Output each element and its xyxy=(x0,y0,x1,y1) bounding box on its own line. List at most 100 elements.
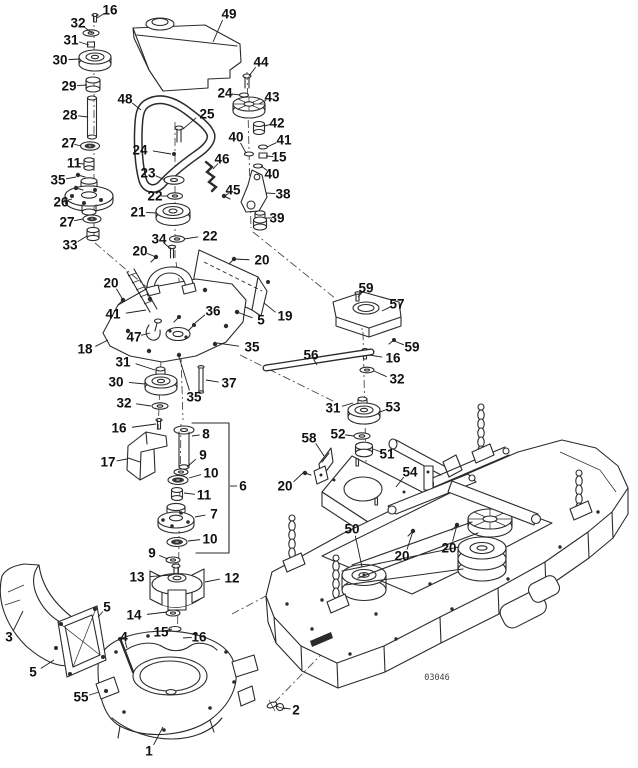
leader-line-34 xyxy=(164,243,172,250)
callout-26: 26 xyxy=(53,195,69,210)
callout-46: 46 xyxy=(214,152,230,167)
idler-arm-assembly-shape xyxy=(252,216,268,224)
mower-deck-shape xyxy=(310,627,314,631)
callout-10: 10 xyxy=(202,532,217,547)
blower-spindle-stack-shape xyxy=(173,540,181,544)
callout-13: 13 xyxy=(129,570,145,585)
callout-30: 30 xyxy=(52,53,67,68)
leader-line-37 xyxy=(205,379,219,383)
blower-spindle-stack-shape xyxy=(169,558,177,562)
spindle-mount-plate-assembly-shape xyxy=(202,287,208,293)
leader-line-31 xyxy=(135,363,156,371)
leader-line-20 xyxy=(406,530,414,550)
callout-41: 41 xyxy=(276,133,292,148)
leader-line-27 xyxy=(74,143,82,147)
leader-line-5 xyxy=(40,659,55,669)
leader-line-22 xyxy=(183,236,199,240)
leader-line-10 xyxy=(187,539,201,542)
blower-housing-shape xyxy=(231,654,259,678)
leader-line-4 xyxy=(124,641,128,649)
leader-line-35 xyxy=(66,176,77,180)
mower-deck-shape xyxy=(407,530,414,537)
belt-56 xyxy=(262,348,375,372)
left-spindle-stack-shape xyxy=(83,165,95,171)
leader-line-18 xyxy=(95,339,109,347)
deck-chains-shape xyxy=(471,443,495,464)
left-spindle-stack-shape xyxy=(92,14,98,23)
mower-deck-shape xyxy=(596,510,600,514)
leader-line-54 xyxy=(395,476,405,488)
mower-deck-shape xyxy=(265,487,629,689)
idler-arm-assembly-shape xyxy=(254,210,266,216)
leader-line-21 xyxy=(146,211,157,214)
spindle-mount-plate-assembly-shape xyxy=(125,328,131,334)
callout-18: 18 xyxy=(77,342,93,357)
callout-1: 1 xyxy=(145,744,153,759)
callout-11: 11 xyxy=(197,488,212,503)
left-spindle-stack-shape xyxy=(80,191,98,199)
rear-pulley-stack-shape xyxy=(354,448,374,458)
hitch-tubes xyxy=(388,438,510,491)
callout-56: 56 xyxy=(303,348,319,363)
callout-36: 36 xyxy=(205,304,221,319)
callout-32: 32 xyxy=(116,396,131,411)
leader-line-47 xyxy=(141,332,151,336)
leader-line-16 xyxy=(96,13,105,19)
callout-20: 20 xyxy=(394,549,409,564)
idler-arm-assembly-shape xyxy=(233,97,265,111)
center-pulley-stack-shape xyxy=(169,247,175,259)
leader-line-40 xyxy=(240,142,247,154)
mower-deck-shape xyxy=(527,575,561,603)
spindle-mount-plate-assembly-shape xyxy=(146,348,152,354)
spindle-mount-plate-assembly-shape xyxy=(176,352,182,358)
callout-6: 6 xyxy=(239,479,247,494)
mower-deck-shape xyxy=(267,513,629,689)
callout-35: 35 xyxy=(50,173,66,188)
blower-spindle-stack-shape xyxy=(179,427,189,433)
impeller-assembly-shape xyxy=(167,589,187,611)
rear-pulley-stack-shape xyxy=(359,407,369,413)
under-plate-pulley-stack-shape xyxy=(156,419,162,430)
rear-idler-plate-assembly-shape xyxy=(354,291,361,295)
center-pulley-stack-shape xyxy=(168,208,178,214)
blower-housing-shape xyxy=(268,699,286,712)
discharge-chute-and-frame-shape xyxy=(54,646,58,650)
callout-41: 41 xyxy=(105,307,121,322)
left-spindle-stack-shape xyxy=(85,85,101,93)
left-spindle-stack-shape xyxy=(75,187,84,191)
belt-56-shape xyxy=(263,349,374,371)
callout-31: 31 xyxy=(325,401,341,416)
spindle-mount-plate-assembly-shape xyxy=(168,329,172,333)
leader-line-1 xyxy=(153,726,164,746)
spindle-mount-plate-assembly-shape xyxy=(223,323,229,329)
callout-17: 17 xyxy=(100,455,115,470)
belt-cover-54-shape xyxy=(304,472,312,476)
callout-27: 27 xyxy=(59,215,74,230)
hitch-tubes-shape xyxy=(502,447,510,455)
deck-pulley-right-shape xyxy=(482,515,498,523)
callout-21: 21 xyxy=(130,205,146,220)
blower-spindle-stack-shape xyxy=(178,431,190,468)
callout-55: 55 xyxy=(73,690,89,705)
callout-20: 20 xyxy=(103,276,118,291)
leader-line-42 xyxy=(263,123,272,127)
idler-arm-assembly-shape xyxy=(244,76,250,89)
callout-32: 32 xyxy=(70,16,85,31)
hitch-tubes-shape xyxy=(442,454,463,478)
leader-line-16 xyxy=(182,636,192,639)
callout-2: 2 xyxy=(292,703,300,718)
leader-line-15 xyxy=(265,155,274,157)
left-spindle-stack-shape xyxy=(99,198,103,202)
deck-chains xyxy=(282,403,593,614)
callout-35: 35 xyxy=(186,390,202,405)
idler-arm-assembly-shape xyxy=(240,169,268,213)
leader-line-53 xyxy=(379,408,388,413)
leader-line-55 xyxy=(88,691,100,696)
left-spindle-stack-shape xyxy=(86,226,100,234)
impeller-assembly xyxy=(149,563,205,646)
callout-16: 16 xyxy=(111,421,127,436)
deck-pulley-right xyxy=(457,508,513,582)
spindle-mount-plate-assembly-shape xyxy=(147,296,153,302)
blower-spindle-stack-shape xyxy=(168,514,184,522)
